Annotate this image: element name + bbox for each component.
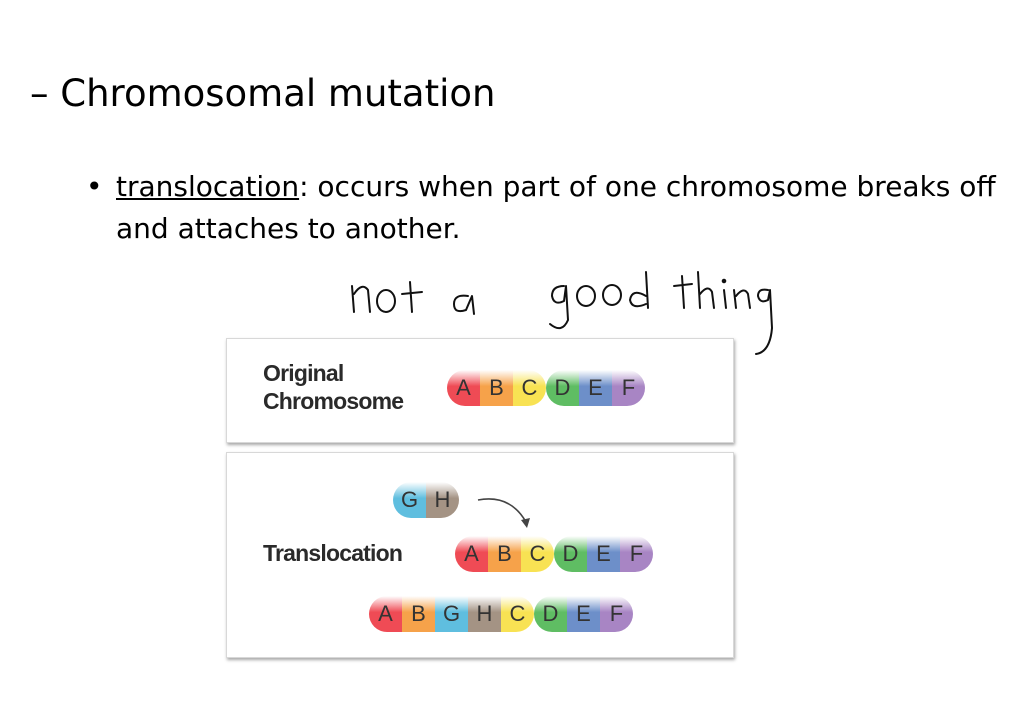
segment-d: D bbox=[546, 370, 579, 406]
segment-a: A bbox=[369, 596, 402, 632]
segment-b: B bbox=[488, 536, 521, 572]
segment-d: D bbox=[534, 596, 567, 632]
curved-arrow-icon bbox=[477, 498, 530, 528]
segment-f: F bbox=[620, 536, 653, 572]
segment-h: H bbox=[468, 596, 501, 632]
handwritten-note bbox=[351, 271, 773, 355]
segment-c: C bbox=[501, 596, 534, 632]
segment-e: E bbox=[567, 596, 600, 632]
segment-a: A bbox=[447, 370, 480, 406]
original-label-line1: Original bbox=[263, 360, 344, 386]
segment-b: B bbox=[402, 596, 435, 632]
segment-f: F bbox=[612, 370, 645, 406]
bullet-text-block: translocation: occurs when part of one c… bbox=[116, 166, 996, 250]
segment-d: D bbox=[554, 536, 587, 572]
definition-text: : occurs when part of one chromosome bre… bbox=[116, 170, 996, 245]
segment-e: E bbox=[579, 370, 612, 406]
segment-f: F bbox=[600, 596, 633, 632]
segment-c: C bbox=[521, 536, 554, 572]
segment-g: G bbox=[393, 482, 426, 518]
segment-e: E bbox=[587, 536, 620, 572]
bullet-marker: • bbox=[86, 170, 103, 203]
segment-a: A bbox=[455, 536, 488, 572]
original-label-line2: Chromosome bbox=[263, 388, 404, 414]
segment-c: C bbox=[513, 370, 546, 406]
translocation-label: Translocation bbox=[263, 540, 403, 566]
original-label: Original Chromosome bbox=[263, 359, 404, 415]
segment-g: G bbox=[435, 596, 468, 632]
term-translocation: translocation bbox=[116, 170, 300, 203]
section-heading: – Chromosomal mutation bbox=[30, 72, 496, 115]
segment-b: B bbox=[480, 370, 513, 406]
segment-h: H bbox=[426, 482, 459, 518]
